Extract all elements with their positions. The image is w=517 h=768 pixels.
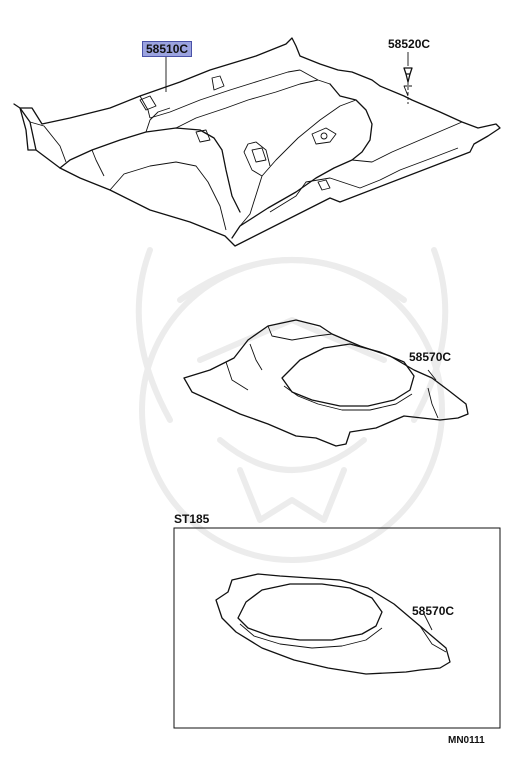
part-label-58570c-lower[interactable]: 58570C <box>412 604 455 618</box>
clip-58520c-drawing <box>403 52 413 104</box>
trunk-mat-lower-drawing <box>215 573 451 675</box>
variant-label-st185: ST185 <box>174 512 210 526</box>
variant-box-st185 <box>173 527 501 729</box>
watermark-emblem <box>135 247 449 563</box>
part-label-58570c-upper[interactable]: 58570C <box>409 350 452 364</box>
floor-carpet-drawing <box>13 37 501 247</box>
part-label-58510c[interactable]: 58510C <box>142 41 193 57</box>
trunk-mat-upper-drawing <box>183 319 469 447</box>
part-label-58520c[interactable]: 58520C <box>388 37 431 51</box>
drawing-code: MN0111 <box>448 735 485 746</box>
